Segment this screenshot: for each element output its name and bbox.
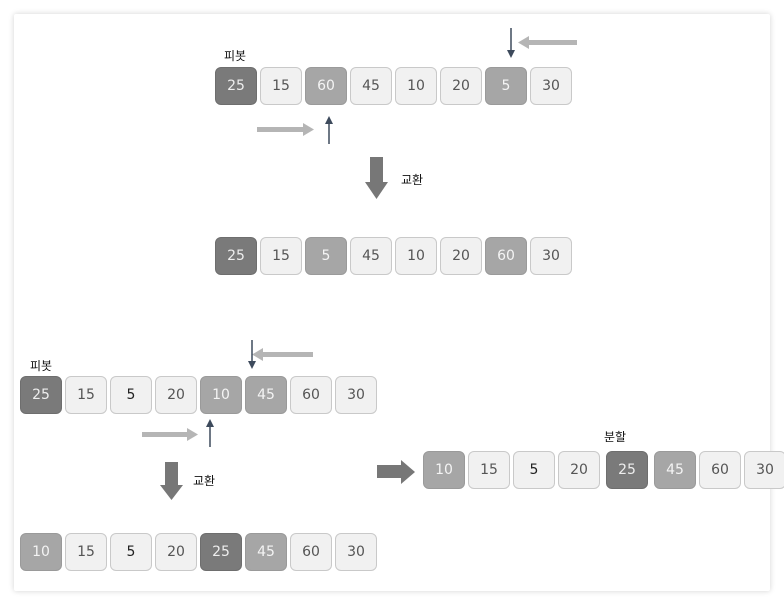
array-cell: 30 — [335, 533, 377, 571]
array-cell: 5 — [485, 67, 527, 105]
swap-label-bottom: 교환 — [193, 474, 216, 488]
array-cell: 10 — [20, 533, 62, 571]
array-cell: 15 — [65, 533, 107, 571]
array-cell: 5 — [513, 451, 555, 489]
array-cell: 60 — [699, 451, 741, 489]
scan-right-arrow-icon-2 — [142, 428, 198, 441]
array-cell: 15 — [260, 67, 302, 105]
pointer-up-arrow-icon — [325, 116, 333, 144]
array-cell: 15 — [260, 237, 302, 275]
array-cell: 25 — [200, 533, 242, 571]
scan-right-arrow-icon — [257, 123, 314, 136]
array-cell: 20 — [440, 67, 482, 105]
array-cell: 25 — [606, 451, 648, 489]
array-cell: 60 — [290, 376, 332, 414]
array-cell: 20 — [440, 237, 482, 275]
pointer-up-arrow-icon-2 — [206, 419, 214, 447]
array-cell: 25 — [215, 67, 257, 105]
array-cell: 30 — [335, 376, 377, 414]
pointer-down-arrow-icon-2 — [248, 340, 256, 369]
array-cell: 10 — [200, 376, 242, 414]
array-cell: 45 — [350, 237, 392, 275]
array-cell: 60 — [305, 67, 347, 105]
swap-label-top: 교환 — [401, 173, 424, 187]
diagram-frame — [14, 14, 770, 591]
array-cell: 5 — [305, 237, 347, 275]
array-cell: 15 — [468, 451, 510, 489]
array-cell: 25 — [20, 376, 62, 414]
array-cell: 10 — [395, 237, 437, 275]
partition-right-arrow-icon — [377, 460, 415, 484]
array-cell: 5 — [110, 533, 152, 571]
array-cell: 10 — [395, 67, 437, 105]
swap-down-arrow-icon — [365, 157, 388, 199]
array-cell: 20 — [558, 451, 600, 489]
array-cell: 30 — [530, 67, 572, 105]
scan-left-arrow-icon — [518, 36, 577, 49]
scan-left-arrow-icon-2 — [252, 348, 313, 361]
pointer-down-arrow-icon — [507, 28, 515, 58]
array-cell: 60 — [290, 533, 332, 571]
array-cell: 60 — [485, 237, 527, 275]
pivot-label-top: 피봇 — [224, 49, 247, 63]
array-cell: 25 — [215, 237, 257, 275]
swap-down-arrow-icon-2 — [160, 462, 183, 500]
array-cell: 45 — [245, 533, 287, 571]
array-cell: 45 — [654, 451, 696, 489]
array-cell: 30 — [744, 451, 784, 489]
array-cell: 20 — [155, 376, 197, 414]
array-cell: 15 — [65, 376, 107, 414]
array-cell: 30 — [530, 237, 572, 275]
array-cell: 5 — [110, 376, 152, 414]
array-cell: 10 — [423, 451, 465, 489]
pivot-label-bottom: 피봇 — [30, 359, 53, 373]
array-cell: 20 — [155, 533, 197, 571]
array-cell: 45 — [350, 67, 392, 105]
array-cell: 45 — [245, 376, 287, 414]
partition-label: 분할 — [604, 430, 627, 444]
